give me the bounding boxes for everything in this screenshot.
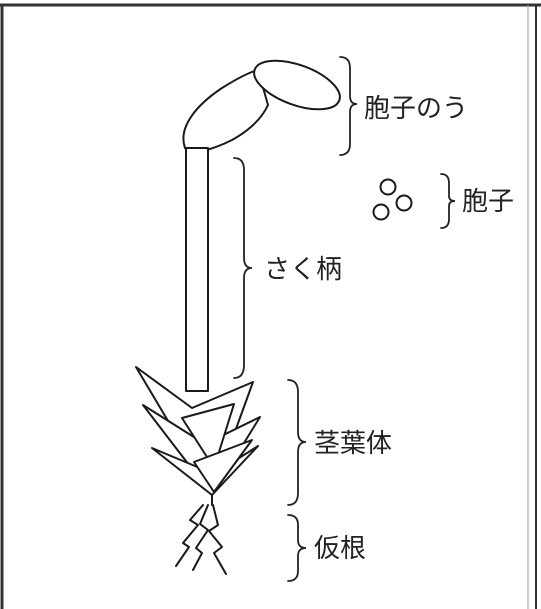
- label-sporangium: 胞子のう: [364, 94, 468, 124]
- rhizoids: [175, 504, 227, 575]
- spores: [372, 178, 413, 221]
- seta-brace: [233, 157, 253, 379]
- diagram-frame: [0, 3, 541, 609]
- label-seta: さく柄: [264, 255, 342, 285]
- seta-stalk: [185, 147, 209, 392]
- rhizoid-brace: [287, 514, 307, 582]
- spore-brace: [440, 173, 456, 229]
- leafy-shoot: [135, 366, 261, 506]
- label-rhizoid: 仮根: [314, 534, 366, 564]
- label-spore: 胞子: [462, 187, 514, 217]
- leafy-shoot-brace: [287, 379, 307, 506]
- sporangium-capsule: [182, 59, 341, 156]
- sporangium-brace: [339, 56, 358, 156]
- label-leafy-shoot: 茎葉体: [314, 429, 392, 459]
